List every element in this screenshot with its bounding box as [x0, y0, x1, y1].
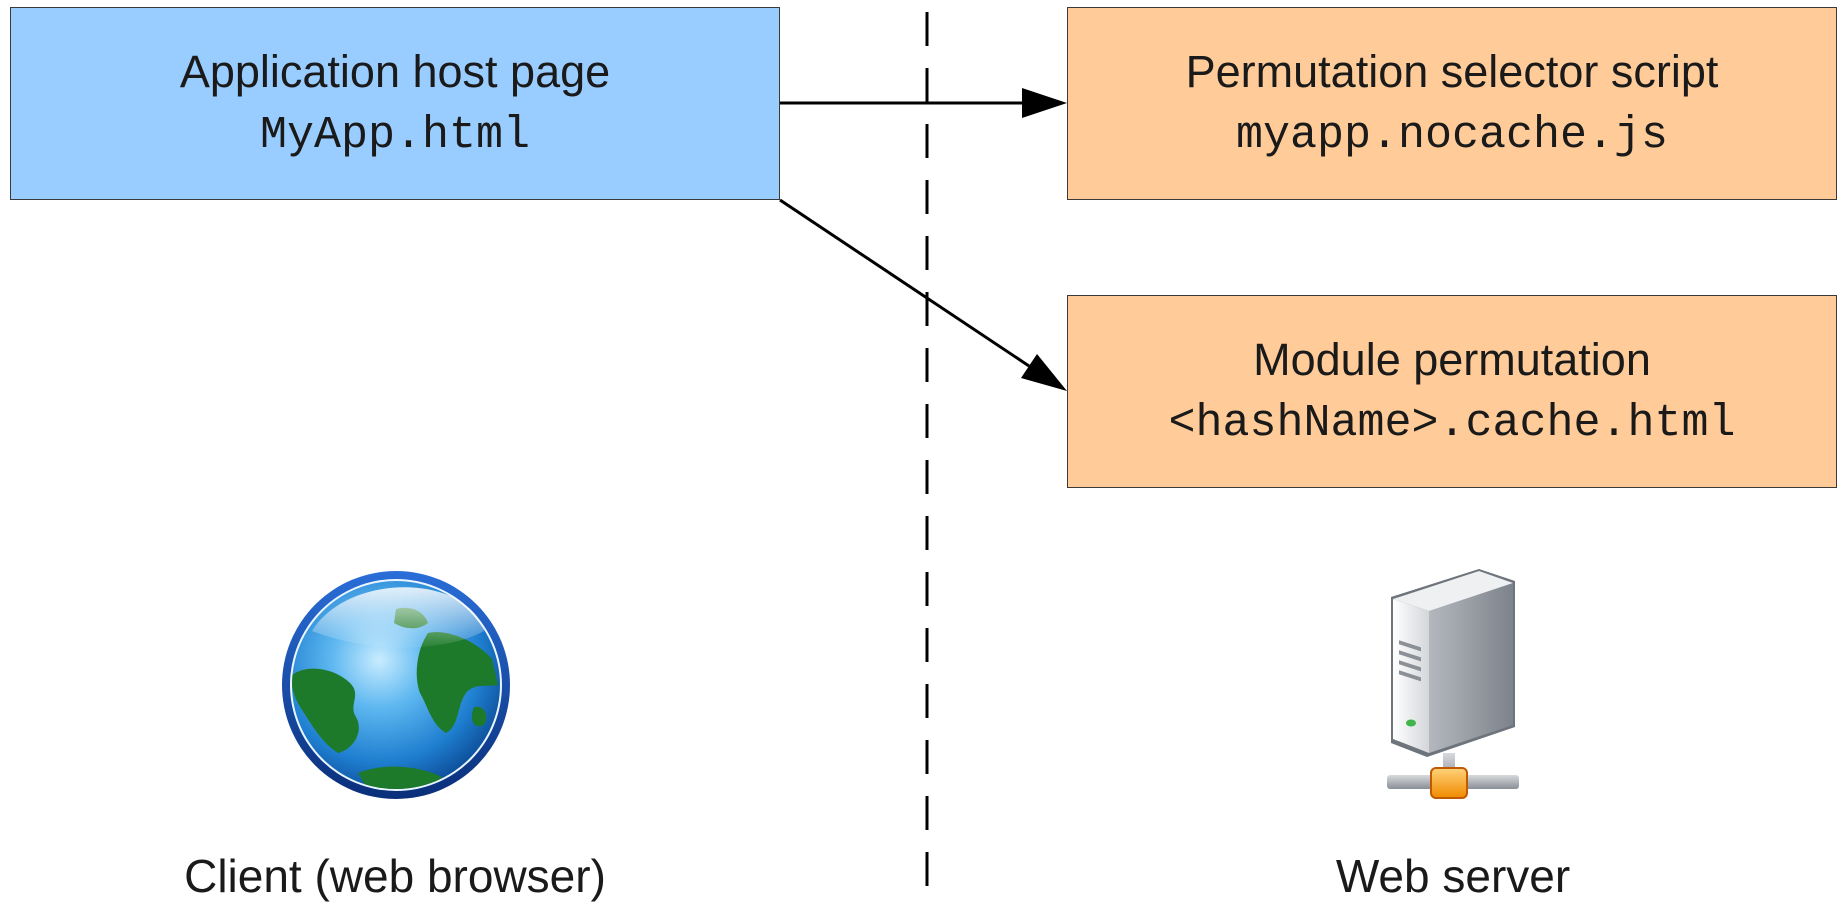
selector-script-title: Permutation selector script — [1185, 46, 1719, 97]
server-label: Web server — [1335, 850, 1571, 902]
globe-icon — [282, 571, 510, 799]
selector-script-filename: myapp.nocache.js — [1235, 109, 1669, 161]
module-permutation-box: Module permutation <hashName>.cache.html — [1067, 295, 1837, 488]
host-page-filename: MyApp.html — [259, 109, 531, 161]
host-page-title: Application host page — [179, 46, 611, 97]
module-permutation-filename: <hashName>.cache.html — [1168, 397, 1736, 449]
host-page-box: Application host page MyApp.html — [10, 7, 780, 200]
module-permutation-title: Module permutation — [1253, 334, 1651, 385]
selector-script-box: Permutation selector script myapp.nocach… — [1067, 7, 1837, 200]
client-label: Client (web browser) — [184, 850, 606, 902]
arrow-to-selector-script — [780, 88, 1067, 118]
server-icon — [1387, 569, 1519, 799]
arrow-to-module-permutation — [779, 198, 1067, 391]
